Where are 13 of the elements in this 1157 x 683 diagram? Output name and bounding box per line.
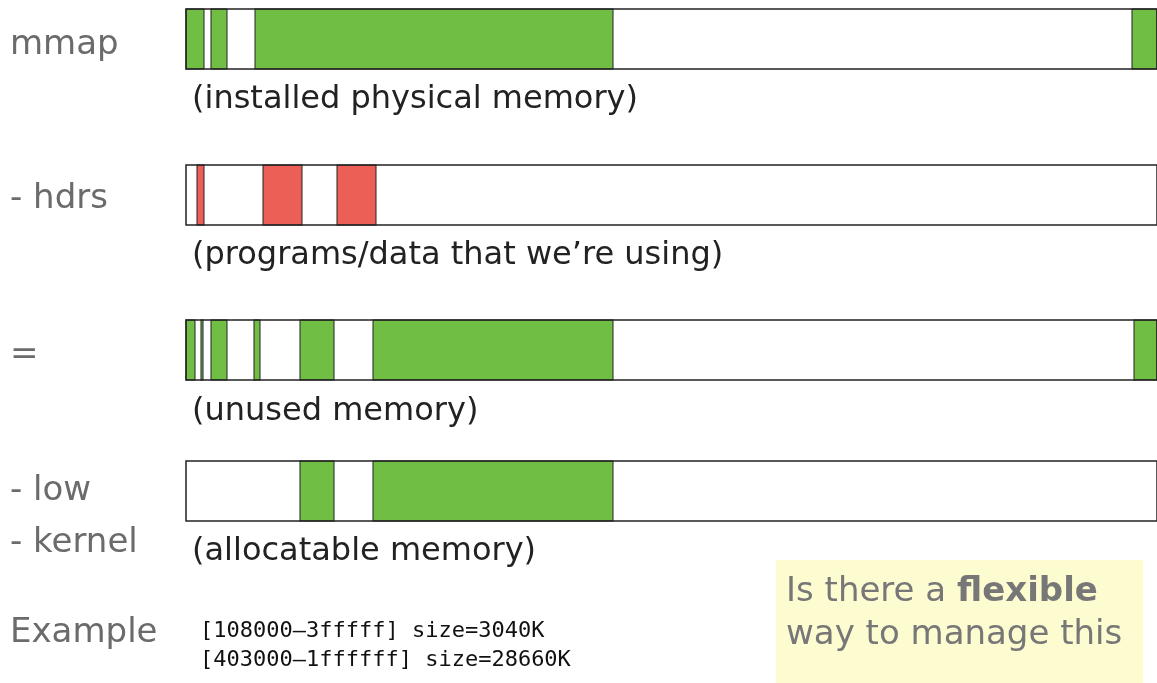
row-label: =: [10, 334, 39, 372]
question-note: Is there a flexible way to manage this: [776, 560, 1143, 683]
bar-caption: (installed physical memory): [192, 80, 638, 116]
bar-caption: (programs/data that we’re using): [192, 236, 724, 272]
row-label: - low: [10, 470, 92, 508]
row-label: - hdrs: [10, 178, 108, 216]
bar-caption: (unused memory): [192, 392, 479, 428]
bar-caption: (allocatable memory): [192, 532, 537, 568]
code-line: [108000–3fffff] size=3040K: [200, 618, 545, 643]
row-label: mmap: [10, 24, 119, 62]
row-label: - kernel: [10, 522, 138, 560]
code-line: [403000–1ffffff] size=28660K: [200, 647, 571, 672]
row-label: Example: [10, 612, 158, 650]
